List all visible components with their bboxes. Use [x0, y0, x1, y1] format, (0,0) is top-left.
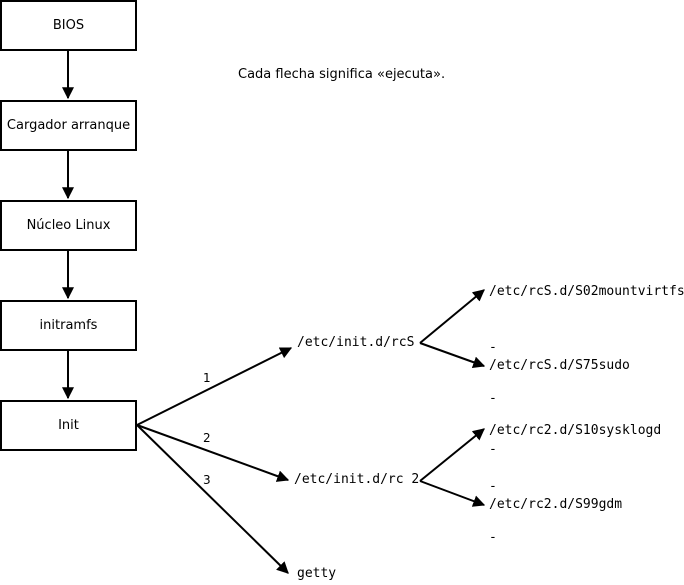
node-rcsd-first: /etc/rcS.d/S02mountvirtfs: [489, 284, 684, 299]
node-initramfs-label: initramfs: [39, 318, 98, 333]
node-bootloader: Cargador arranque: [0, 100, 137, 151]
node-getty: getty: [297, 566, 337, 581]
edge-number-2: 2: [203, 431, 211, 445]
edge-rcs-to-last-script: [419, 342, 486, 368]
node-bios-label: BIOS: [52, 18, 85, 33]
node-init-label: Init: [58, 418, 79, 433]
node-rc2d-last: /etc/rc2.d/S99gdm: [489, 497, 623, 512]
rc2d-ellipsis-dot-3: -: [489, 580, 520, 585]
edge-rc2-to-first-script: [419, 428, 485, 482]
diagram-caption: Cada flecha significa «ejecuta».: [238, 67, 446, 82]
node-rc2-script: /etc/init.d/rc 2: [294, 472, 420, 487]
node-init: Init: [0, 400, 137, 451]
rc2d-ellipsis-dot-2: -: [489, 530, 497, 545]
node-bootloader-label: Cargador arranque: [6, 118, 131, 133]
rcsd-ellipsis-dot-3: -: [489, 442, 497, 457]
node-kernel-label: Núcleo Linux: [26, 218, 111, 233]
rc2d-ellipsis-dot-1: -: [489, 479, 497, 494]
rcsd-ellipsis-dot-2: -: [489, 391, 497, 406]
node-rcs-script: /etc/init.d/rcS: [297, 335, 415, 350]
node-bios: BIOS: [0, 0, 137, 51]
edge-rc2-to-last-script: [419, 480, 486, 507]
node-rcsd-last: /etc/rcS.d/S75sudo: [489, 358, 630, 373]
rcsd-ellipsis: - - -: [489, 305, 520, 492]
edge-rcs-to-first-script: [419, 289, 485, 344]
node-initramfs: initramfs: [0, 300, 137, 351]
edge-init-to-rcs: [136, 347, 293, 426]
rcsd-ellipsis-dot-1: -: [489, 340, 497, 355]
edge-init-to-getty: [136, 424, 289, 574]
edge-number-1: 1: [203, 371, 211, 385]
edge-init-to-rc2: [136, 424, 290, 482]
rc2d-ellipsis: - - -: [489, 444, 520, 585]
node-kernel: Núcleo Linux: [0, 200, 137, 251]
node-rc2d-first: /etc/rc2.d/S10sysklogd: [489, 423, 662, 438]
edge-number-3: 3: [203, 473, 211, 487]
